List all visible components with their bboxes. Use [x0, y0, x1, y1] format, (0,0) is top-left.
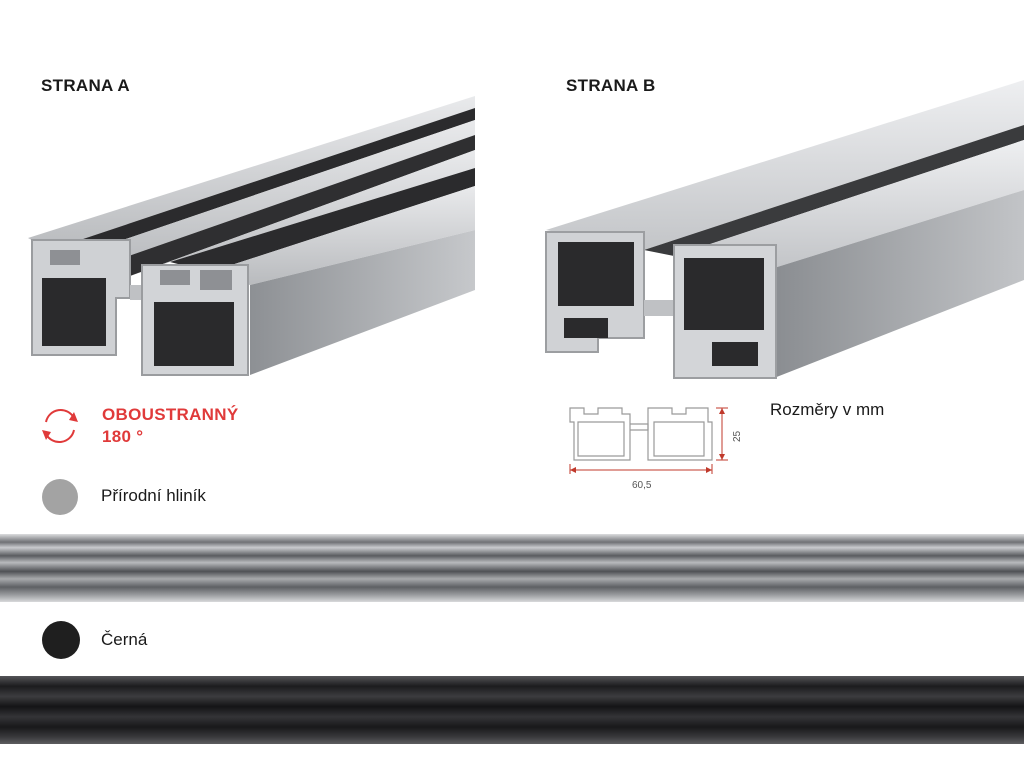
profile-a-image [28, 96, 475, 376]
width-dimension-label: 60,5 [632, 480, 652, 491]
reversible-line2: 180 ° [102, 427, 144, 446]
profile-b-image [545, 80, 1024, 379]
reversible-line1: OBOUSTRANNÝ [102, 405, 239, 424]
side-a-title: STRANA A [41, 76, 130, 95]
dimensions-caption: Rozměry v mm [770, 400, 885, 419]
height-dimension-label: 25 [732, 430, 743, 442]
color-label-black: Černá [101, 630, 148, 649]
rail-black-image [0, 676, 1024, 744]
rotate-icon [42, 408, 78, 444]
color-swatch-black [42, 621, 80, 659]
side-b-title: STRANA B [566, 76, 656, 95]
dimension-drawing: 60,5 25 [569, 407, 743, 491]
color-label-aluminium: Přírodní hliník [101, 486, 206, 505]
rail-aluminium-image [0, 534, 1024, 602]
color-swatch-aluminium [42, 479, 78, 515]
